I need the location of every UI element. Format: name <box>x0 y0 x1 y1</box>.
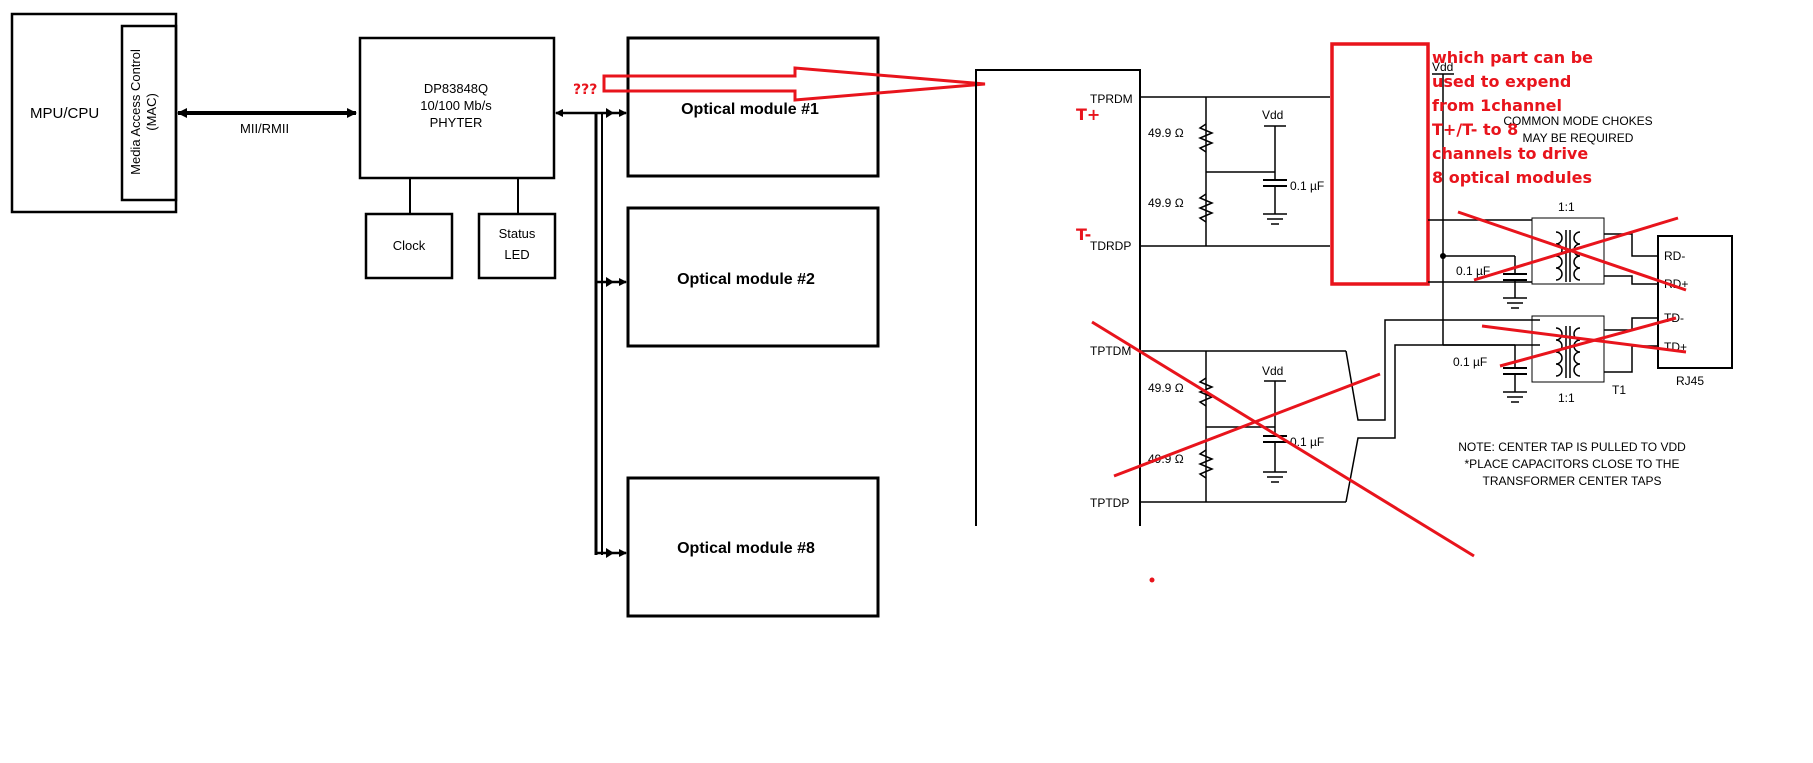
resistor-1 <box>1198 123 1214 153</box>
ratio-bottom: 1:1 <box>1558 391 1575 405</box>
mac-label: Media Access Control <box>128 49 143 175</box>
cap-1-label: 0.1 µF <box>1290 179 1324 193</box>
question-line-1: which part can be <box>1432 48 1593 67</box>
pin-tptdp: TPTDP <box>1090 496 1129 510</box>
ratio-top: 1:1 <box>1558 200 1575 214</box>
ground-symbol-1 <box>1263 213 1287 225</box>
resistor-4 <box>1198 449 1214 479</box>
unknown-mark: ??? <box>573 82 597 98</box>
ground-symbol-4 <box>1503 391 1527 403</box>
rd-minus-wire <box>1604 233 1658 257</box>
cap-3-label: 0.1 µF <box>1456 264 1490 278</box>
transformer-rx-windings <box>1555 230 1581 282</box>
mii-bus-label: MII/RMII <box>240 121 289 136</box>
question-line-4: T+/T- to 8 <box>1432 120 1518 139</box>
status-led-block <box>477 212 557 280</box>
t1-label: T1 <box>1612 383 1626 397</box>
status-led-label: Status <box>499 226 536 241</box>
optical-module-1 <box>626 36 880 178</box>
phy-chip-outline <box>975 69 1141 526</box>
branch-tick-8 <box>606 548 614 558</box>
note-line-1: NOTE: CENTER TAP IS PULLED TO VDD <box>1458 440 1686 454</box>
choke-note: COMMON MODE CHOKES <box>1503 114 1652 128</box>
clock-label: Clock <box>393 238 426 253</box>
question-line-6: 8 optical modules <box>1432 168 1592 187</box>
choke-note-2: MAY BE REQUIRED <box>1523 131 1634 145</box>
cap-2-label: 0.1 µF <box>1290 435 1324 449</box>
transformer-rx <box>1531 217 1605 285</box>
phy-label-3: PHYTER <box>430 115 483 130</box>
pin-tdrdp: TDRDP <box>1090 239 1131 253</box>
tx-trace-plus <box>1345 319 1540 421</box>
mac-label-sub: (MAC) <box>144 93 159 131</box>
question-line-5: channels to drive <box>1432 144 1588 163</box>
question-line-3: from 1channel <box>1432 96 1562 115</box>
branch-tick-1 <box>606 108 614 118</box>
red-hollow-arrow <box>602 66 986 102</box>
vdd-label-2: Vdd <box>1262 364 1283 378</box>
expander-question-box <box>1330 42 1430 286</box>
pin-tprdm: TPRDM <box>1090 92 1133 106</box>
clock-block <box>364 212 454 280</box>
resistor-4-label: 49.9 Ω <box>1148 452 1184 466</box>
ground-symbol-3 <box>1503 297 1527 309</box>
optical-module-8-label: Optical module #8 <box>677 540 815 557</box>
rd-minus-label: RD- <box>1664 249 1685 263</box>
vdd-label-3: Vdd <box>1432 60 1453 74</box>
mac-block <box>120 24 178 202</box>
cap-4-label: 0.1 µF <box>1453 355 1487 369</box>
red-dot <box>1149 577 1155 583</box>
branch-tick-2 <box>606 277 614 287</box>
ground-symbol-2 <box>1263 471 1287 483</box>
td-minus-wire <box>1604 317 1658 331</box>
optical-module-2-label: Optical module #2 <box>677 271 815 288</box>
transformer-tx-windings <box>1555 326 1581 378</box>
note-line-3: TRANSFORMER CENTER TAPS <box>1483 474 1662 488</box>
phy-label-2: 10/100 Mb/s <box>420 98 492 113</box>
t-plus-mark: T+ <box>1076 105 1100 124</box>
red-strike-marks <box>1091 210 1687 558</box>
pin-tptdm: TPTDM <box>1090 344 1131 358</box>
question-line-2: used to expend <box>1432 72 1571 91</box>
t-minus-mark: T- <box>1076 225 1091 244</box>
rj45-connector <box>1657 235 1733 369</box>
resistor-3 <box>1198 377 1214 407</box>
transformer-tx <box>1531 315 1605 383</box>
rj45-label: RJ45 <box>1676 374 1704 388</box>
resistor-1-label: 49.9 Ω <box>1148 126 1184 140</box>
mpu-label: MPU/CPU <box>30 105 99 122</box>
resistor-2-label: 49.9 Ω <box>1148 196 1184 210</box>
rd-plus-wire <box>1604 275 1658 285</box>
status-led-label-2: LED <box>504 247 529 262</box>
td-plus-wire <box>1604 345 1658 373</box>
vdd-label-1: Vdd <box>1262 108 1283 122</box>
resistor-2 <box>1198 193 1214 223</box>
optical-module-1-label: Optical module #1 <box>681 101 819 118</box>
phy-block <box>358 36 556 180</box>
note-line-2: *PLACE CAPACITORS CLOSE TO THE <box>1465 457 1680 471</box>
resistor-3-label: 49.9 Ω <box>1148 381 1184 395</box>
optical-module-8 <box>626 476 880 618</box>
optical-module-2 <box>626 206 880 348</box>
phy-label: DP83848Q <box>424 81 488 96</box>
